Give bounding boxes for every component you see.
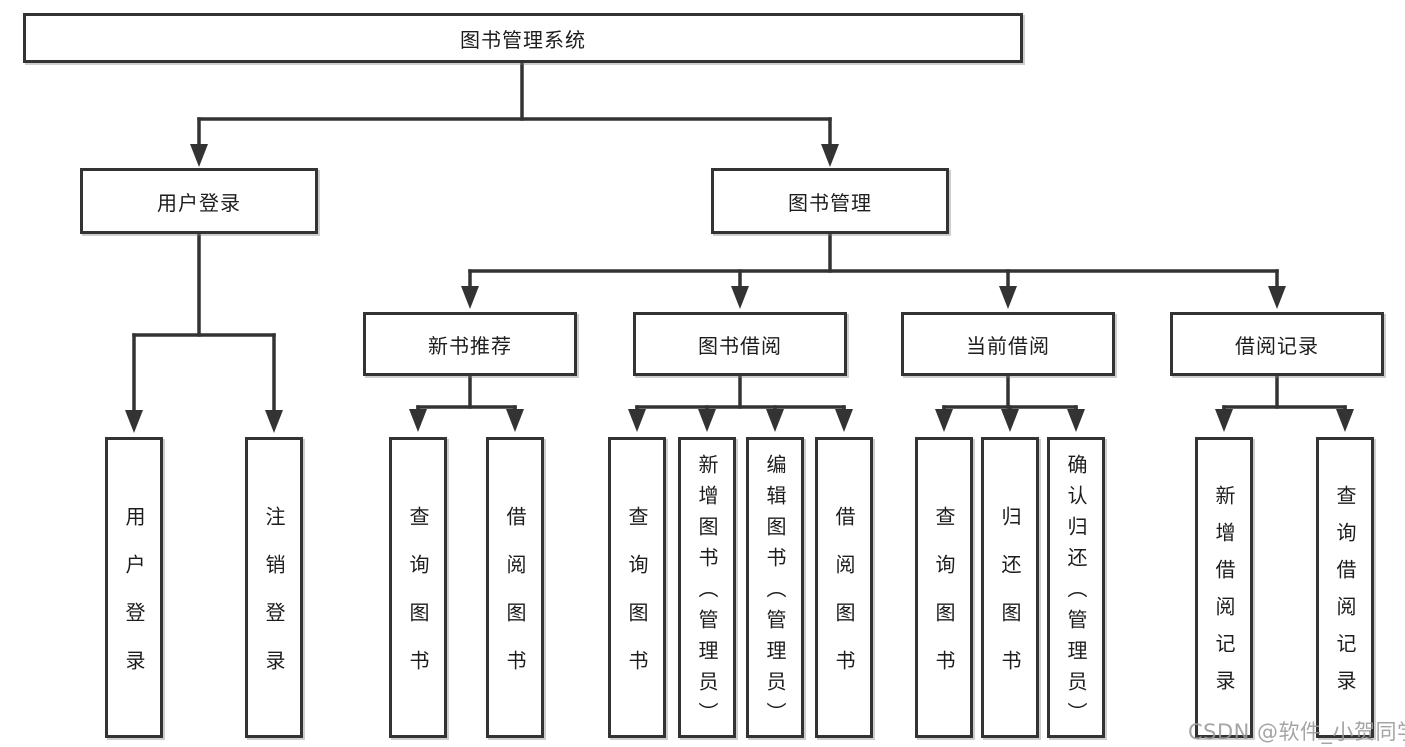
arrowhead-icon [698,409,716,432]
edges-root [190,61,839,167]
node-label: 查询借阅记录 [1333,485,1357,707]
arrowhead-icon [1067,409,1085,432]
arrowhead-icon [1268,286,1286,309]
edges-user-login [125,232,283,433]
node-label: 新增借阅记录 [1212,485,1236,707]
node-label: 借阅记录 [1235,333,1319,358]
node-label: 新增图书（管理员） [695,453,719,733]
arrowhead-icon [1001,409,1019,432]
arrowhead-icon [125,410,143,433]
node-borrow-records: 借阅记录 [1170,312,1384,376]
node-label: 注销登录 [262,505,286,698]
node-book-borrowing: 图书借阅 [633,312,847,376]
leaf-logout: 注销登录 [245,437,303,738]
node-label: 编辑图书（管理员） [763,453,787,733]
arrowhead-icon [1336,409,1354,432]
arrowhead-icon [506,409,524,432]
leaf-query-borrow-record: 查询借阅记录 [1316,437,1374,738]
arrowhead-icon [999,286,1017,309]
node-label: 查询图书 [625,505,649,698]
arrowhead-icon [766,409,784,432]
edges-borrow-records [1215,374,1354,432]
leaf-borrow-books-recommend: 借阅图书 [486,437,544,738]
leaf-add-book-admin: 新增图书（管理员） [678,437,736,738]
arrowhead-icon [1215,409,1233,432]
node-book-management: 图书管理 [711,168,949,234]
edges-new-book-recommend [409,374,524,432]
leaf-borrow-books-borrowing: 借阅图书 [815,437,873,738]
arrowhead-icon [265,410,283,433]
watermark: CSDN @软件_小贺同学 [1188,720,1405,744]
arrowhead-icon [935,409,953,432]
arrowhead-icon [409,409,427,432]
node-user-login: 用户登录 [80,168,318,234]
node-label: 借阅图书 [832,505,856,698]
node-label: 用户登录 [157,190,241,215]
leaf-edit-book-admin: 编辑图书（管理员） [746,437,804,738]
node-label: 用户登录 [122,505,146,698]
edges-current-borrowing [935,374,1085,432]
arrowhead-icon [190,144,208,167]
edges-book-management [461,232,1286,309]
arrowhead-icon [628,409,646,432]
arrowhead-icon [821,144,839,167]
node-label: 当前借阅 [966,333,1050,358]
node-label: 确认归还（管理员） [1064,453,1088,733]
leaf-query-books-borrowing: 查询图书 [608,437,666,738]
node-label: 查询图书 [406,505,430,698]
node-label: 借阅图书 [503,505,527,698]
node-root-library-system: 图书管理系统 [23,13,1023,63]
node-label: 图书管理系统 [460,27,586,52]
node-current-borrowing: 当前借阅 [901,312,1115,376]
node-label: 图书借阅 [698,333,782,358]
node-label: 归还图书 [998,505,1022,698]
arrowhead-icon [835,409,853,432]
leaf-add-borrow-record: 新增借阅记录 [1195,437,1253,738]
edges-book-borrowing [628,374,853,432]
node-label: 新书推荐 [428,333,512,358]
leaf-query-books-recommend: 查询图书 [389,437,447,738]
leaf-user-login: 用户登录 [105,437,163,738]
node-label: 查询图书 [932,505,956,698]
node-new-book-recommend: 新书推荐 [363,312,577,376]
arrowhead-icon [731,286,749,309]
leaf-confirm-return-admin: 确认归还（管理员） [1047,437,1105,738]
leaf-return-books: 归还图书 [981,437,1039,738]
leaf-query-books-current: 查询图书 [915,437,973,738]
arrowhead-icon [461,286,479,309]
node-label: 图书管理 [788,190,872,215]
